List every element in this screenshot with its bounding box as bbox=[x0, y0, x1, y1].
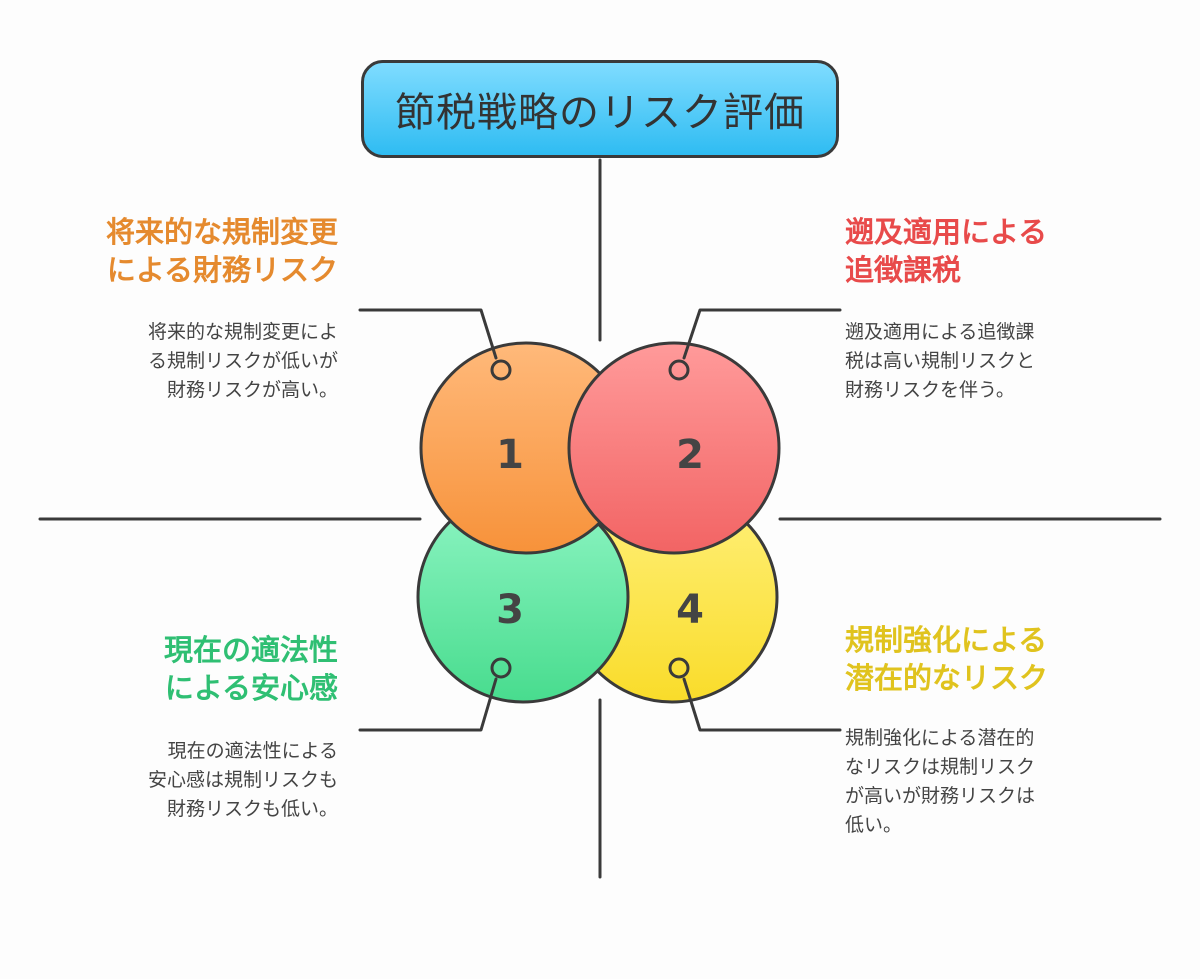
description-line: が高いが財務リスクは bbox=[845, 785, 1036, 807]
connector-2 bbox=[682, 308, 842, 360]
description-line: 規制強化による潜在的 bbox=[845, 727, 1035, 749]
description-line: 財務リスクも低い。 bbox=[166, 798, 338, 820]
heading-line: 規制強化による bbox=[845, 623, 1048, 657]
description-quadrant-4: 規制強化による潜在的 なリスクは規制リスク が高いが財務リスクは 低い。 bbox=[845, 724, 1035, 840]
heading-quadrant-3: 現在の適法性 による安心感 bbox=[164, 631, 338, 707]
circle-number-1: 1 bbox=[496, 432, 524, 478]
description-quadrant-3: 現在の適法性による 安心感は規制リスクも 財務リスクも低い。 bbox=[148, 737, 338, 824]
description-line: 税は高い規制リスクと bbox=[845, 350, 1036, 372]
heading-line: による安心感 bbox=[164, 671, 338, 705]
description-line: 遡及適用による追徴課 bbox=[845, 321, 1035, 343]
connector-dot-3 bbox=[490, 657, 512, 679]
description-line: 低い。 bbox=[845, 814, 903, 836]
description-line: る規制リスクが低いが bbox=[147, 350, 338, 372]
connector-dot-2 bbox=[668, 359, 690, 381]
connector-1 bbox=[358, 308, 498, 360]
heading-quadrant-2: 遡及適用による 追徴課税 bbox=[845, 213, 1047, 289]
description-line: 安心感は規制リスクも bbox=[147, 769, 338, 791]
page-title: 節税戦略のリスク評価 bbox=[395, 90, 805, 136]
circle-number-4: 4 bbox=[676, 587, 704, 633]
heading-line: 潜在的なリスク bbox=[845, 661, 1049, 695]
heading-line: 追徴課税 bbox=[845, 253, 962, 287]
heading-line: 将来的な規制変更 bbox=[105, 215, 338, 249]
description-line: 現在の適法性による bbox=[167, 740, 338, 762]
description-quadrant-1: 将来的な規制変更によ る規制リスクが低いが 財務リスクが高い。 bbox=[148, 318, 338, 405]
title-box: 節税戦略のリスク評価 bbox=[361, 60, 839, 158]
description-line: なリスクは規制リスク bbox=[845, 756, 1036, 778]
connector-dot-4 bbox=[668, 657, 690, 679]
heading-line: による財務リスク bbox=[106, 253, 338, 287]
description-line: 将来的な規制変更によ bbox=[147, 321, 338, 343]
circle-2 bbox=[567, 341, 781, 555]
connector-4 bbox=[682, 677, 842, 732]
heading-quadrant-4: 規制強化による 潜在的なリスク bbox=[845, 621, 1048, 697]
circle-number-2: 2 bbox=[676, 432, 704, 478]
heading-quadrant-1: 将来的な規制変更 による財務リスク bbox=[106, 213, 338, 289]
description-line: 財務リスクを伴う。 bbox=[845, 379, 1015, 401]
description-quadrant-2: 遡及適用による追徴課 税は高い規制リスクと 財務リスクを伴う。 bbox=[845, 318, 1035, 405]
heading-line: 現在の適法性 bbox=[163, 633, 338, 667]
connector-3 bbox=[358, 677, 498, 732]
circle-number-3: 3 bbox=[496, 587, 524, 633]
heading-line: 遡及適用による bbox=[845, 215, 1048, 249]
description-line: 財務リスクが高い。 bbox=[166, 379, 338, 401]
connector-dot-1 bbox=[490, 359, 512, 381]
